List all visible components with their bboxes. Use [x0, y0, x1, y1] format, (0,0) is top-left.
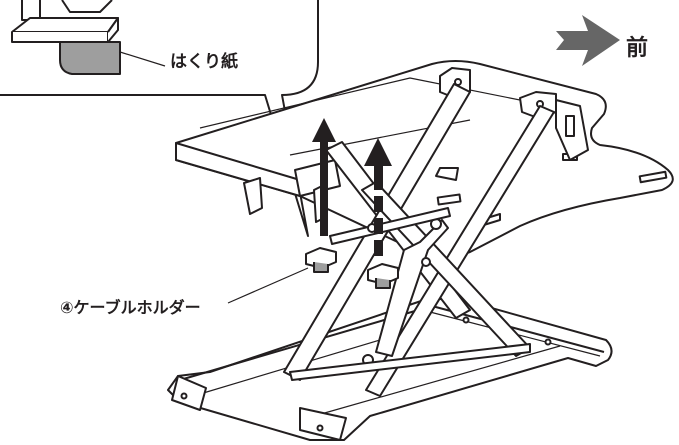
- cable-holder-label: ④ケーブルホルダー: [60, 298, 201, 317]
- peel-paper-label: はくり紙: [170, 52, 238, 72]
- callout-tape-illustration: [11, 0, 166, 75]
- front-direction-label: 前: [626, 36, 649, 61]
- removal-arrows: [312, 118, 392, 256]
- up-arrow-icon: [364, 138, 392, 256]
- cable-holder-leader-line: [227, 267, 309, 304]
- cable-holder-parts: [305, 247, 399, 289]
- up-arrow-icon: [312, 118, 336, 236]
- top-brackets: [439, 67, 589, 161]
- right-arrow-icon: [556, 15, 620, 66]
